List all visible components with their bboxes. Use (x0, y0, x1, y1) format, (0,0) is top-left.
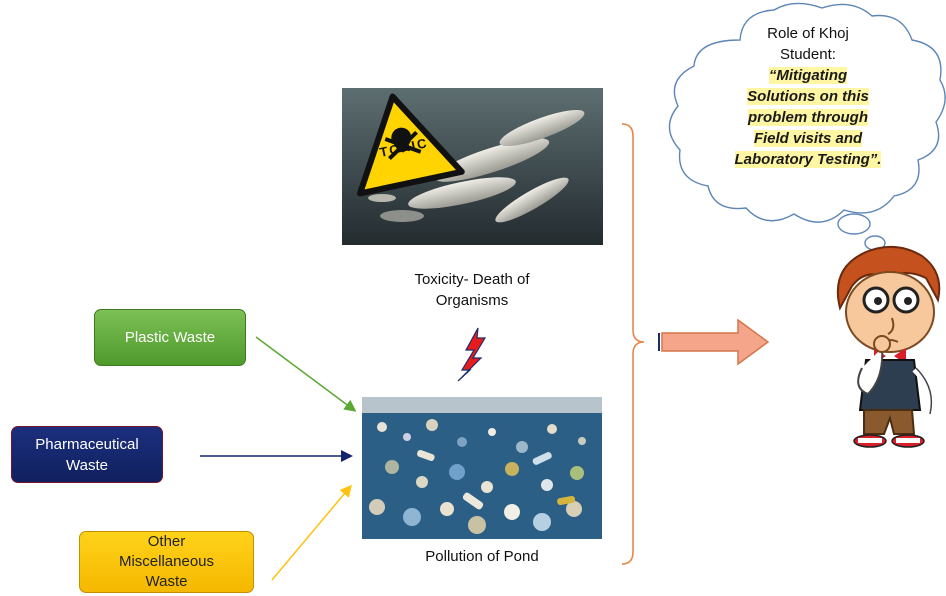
toxic-fish-image: TOXIC (342, 88, 603, 245)
cloud-quote2: Solutions on this (747, 88, 869, 105)
plastic-waste-label: Plastic Waste (124, 329, 216, 346)
cloud-line1: Role of Khoj (767, 25, 849, 42)
cloud-quote3: problem through (748, 109, 868, 126)
cloud-quote4: Field visits and (753, 130, 863, 147)
polluted-pond-image (362, 397, 602, 539)
lightning-bolt-icon (457, 327, 487, 382)
misc-label-line3: Waste (145, 573, 188, 590)
toxicity-caption-line2: Organisms (435, 292, 509, 309)
pharmaceutical-label-line1: Pharmaceutical (35, 435, 139, 453)
cloud-quote5: Laboratory Testing”. (734, 151, 882, 168)
plastic-waste-box: Plastic Waste (94, 309, 246, 366)
misc-arrow (271, 484, 352, 581)
toxicity-caption: Toxicity- Death of Organisms (372, 269, 572, 311)
cloud-quote1: “Mitigating (768, 67, 848, 84)
misc-waste-box: Other Miscellaneous Waste (79, 531, 254, 593)
thought-cloud-text: Role of Khoj Student: “Mitigating Soluti… (705, 23, 911, 170)
pharmaceutical-label-line2: Waste (66, 456, 108, 474)
block-arrow-right (661, 318, 770, 366)
pond-caption: Pollution of Pond (425, 548, 539, 565)
cloud-line2: Student: (780, 46, 836, 63)
curly-bracket (621, 123, 645, 565)
thinking-student-icon (836, 245, 941, 448)
misc-label-line2: Miscellaneous (118, 553, 215, 570)
toxic-warning-sign (357, 93, 465, 197)
pharmaceutical-waste-box: Pharmaceutical Waste (11, 426, 163, 483)
toxicity-caption-line1: Toxicity- Death of (414, 271, 530, 288)
plastic-arrow (255, 336, 357, 412)
misc-label-line1: Other (147, 533, 186, 550)
